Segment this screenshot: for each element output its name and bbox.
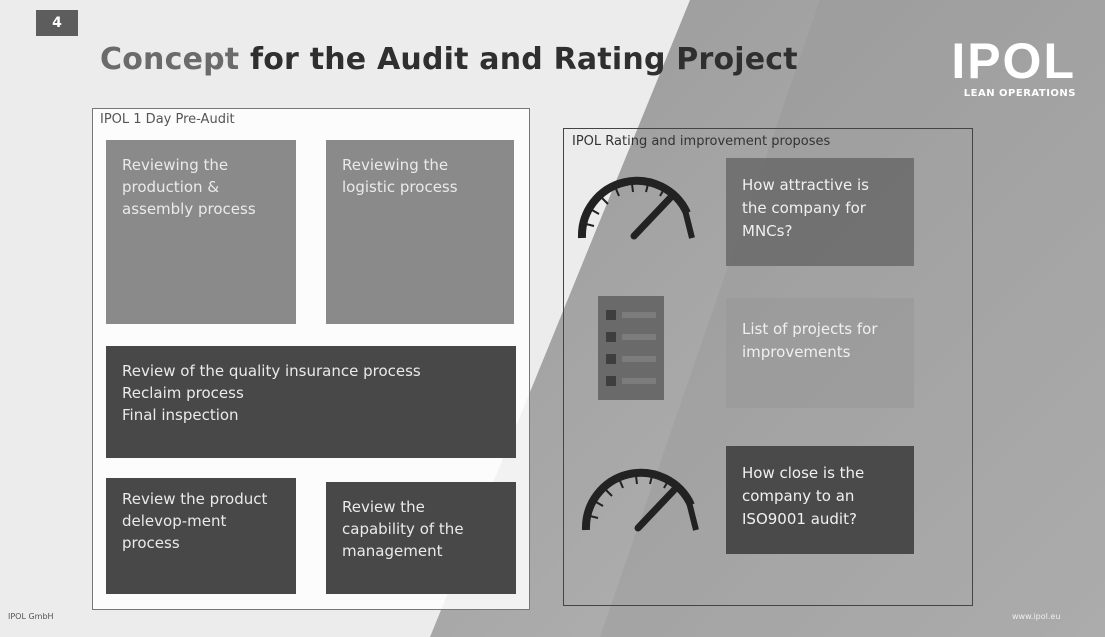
iso-readiness-text: How close is the company to an ISO9001 a… (742, 464, 865, 528)
quality-line-1: Review of the quality insurance process (122, 362, 421, 380)
footer-website: www.ipol.eu (1012, 612, 1061, 621)
quality-line-2: Reclaim process (122, 384, 244, 402)
logistic-review-box: Reviewing the logistic process (326, 140, 514, 324)
speedometer-icon (577, 176, 695, 240)
product-dev-review-text: Review the product delevop-ment process (122, 490, 268, 552)
footer-company: IPOL GmbH (8, 612, 54, 621)
management-review-text: Review the capability of the management (342, 498, 464, 560)
quality-review-box: Review of the quality insurance process … (106, 346, 516, 458)
page-number-badge: 4 (36, 10, 78, 36)
ipol-logo: IPOL LEAN OPERATIONS (936, 34, 1076, 106)
quality-line-3: Final inspection (122, 406, 239, 424)
speedometer-icon-2 (581, 468, 699, 532)
projects-list-text: List of projects for improvements (742, 320, 878, 361)
rating-label: IPOL Rating and improvement proposes (572, 134, 831, 149)
checklist-icon (598, 296, 664, 400)
title-accent: Concept (100, 42, 240, 77)
product-dev-review-box: Review the product delevop-ment process (106, 478, 296, 594)
iso-readiness-box: How close is the company to an ISO9001 a… (726, 446, 914, 554)
title-main: for the Audit and Rating Project (239, 42, 798, 77)
management-review-box: Review the capability of the management (326, 482, 516, 594)
logistic-review-text: Reviewing the logistic process (342, 156, 458, 196)
attractiveness-box: How attractive is the company for MNCs? (726, 158, 914, 266)
logo-mark: IPOL (951, 33, 1076, 89)
production-review-text: Reviewing the production & assembly proc… (122, 156, 256, 218)
attractiveness-text: How attractive is the company for MNCs? (742, 176, 869, 240)
pre-audit-label: IPOL 1 Day Pre-Audit (100, 112, 235, 127)
logo-subtitle: LEAN OPERATIONS (963, 88, 1076, 99)
rating-panel (563, 128, 973, 606)
production-review-box: Reviewing the production & assembly proc… (106, 140, 296, 324)
projects-list-box: List of projects for improvements (726, 298, 914, 408)
slide-title: Concept for the Audit and Rating Project (100, 42, 798, 77)
